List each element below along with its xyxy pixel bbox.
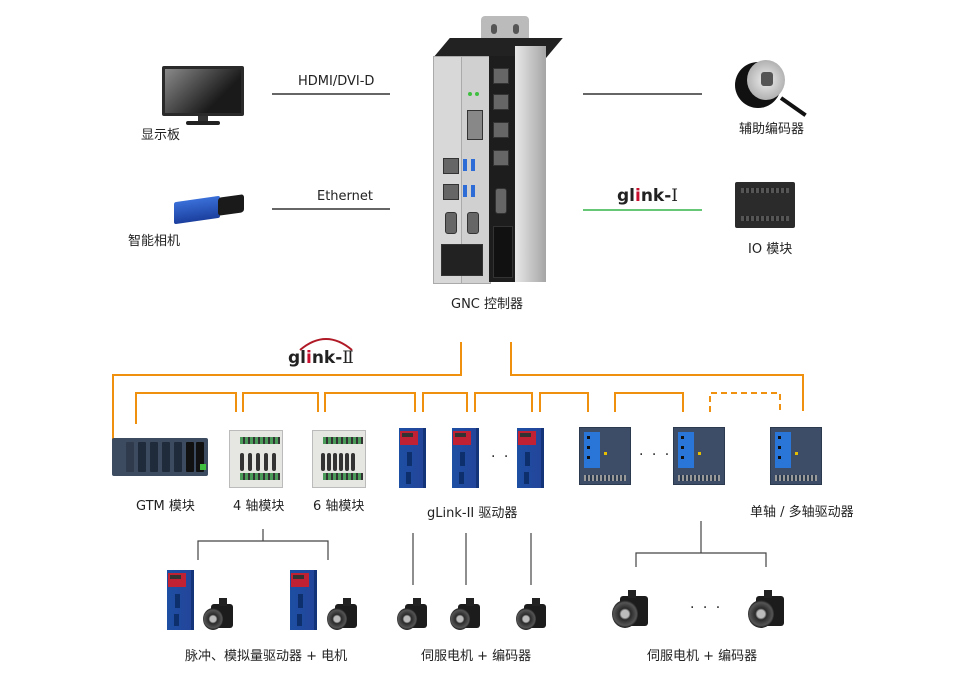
servo-motor-icon [516,598,548,634]
chain-seg-5 [474,392,533,412]
aux-encoder-label: 辅助编码器 [739,122,805,137]
controller-label: GNC 控制器 [451,297,524,312]
glink2-drives-label: gLink-II 驱动器 [427,506,518,521]
servo-motors-ellipsis: · · · [690,600,723,616]
servo-motors-label-2: 伺服电机 + 编码器 [647,649,758,664]
servo-motor-icon [327,598,359,634]
servo-motor-icon [397,598,429,634]
multi-axis-drive-icon [770,427,822,485]
chain-seg-2 [242,392,319,412]
io-module-icon [735,182,795,228]
gtm-module-label: GTM 模块 [136,499,195,514]
glink2-logo-arc [299,338,353,351]
multi-drives-label: 单轴 / 多轴驱动器 [750,505,854,520]
4-axis-module-label: 4 轴模块 [233,499,285,514]
servo-motor-icon [612,590,652,634]
glink2-logo: glink-Ⅱ [288,348,354,368]
rotary-encoder-icon [733,56,811,117]
servo-motor-icon [203,598,235,634]
ethernet-link-label: Ethernet [317,189,373,204]
industrial-controller-icon [433,16,563,284]
multi-axis-drive-icon [579,427,631,485]
chain-seg-6 [539,392,589,412]
smart-camera-label: 智能相机 [128,234,181,249]
chain-seg-4 [422,392,468,412]
6-axis-module-label: 6 轴模块 [313,499,365,514]
chain-seg-3 [324,392,416,412]
chain-seg-1 [135,392,237,424]
glink2-drives-ellipsis: · · · [491,449,524,465]
glink2-bus-right [510,342,804,411]
servo-motor-icon [748,590,788,634]
pulse-drive-icon [290,570,317,630]
monitor-icon [162,66,244,125]
gtm-module-icon [112,438,208,476]
multi-drives-ellipsis: · · · [639,447,672,463]
glink2-drive-icon [517,428,544,488]
io-module-label: IO 模块 [748,242,793,257]
glink2-drive-icon [452,428,479,488]
glink1-logo: glink-Ⅰ [617,186,679,206]
pulse-drives-label: 脉冲、模拟量驱动器 + 电机 [185,649,348,664]
pulse-tree [197,540,329,560]
pulse-drive-icon [167,570,194,630]
servo-motor-icon [450,598,482,634]
servo-tree [635,552,767,567]
servo-motors-label-1: 伺服电机 + 编码器 [421,649,532,664]
smart-camera-icon [174,193,246,225]
6-axis-module-icon [312,430,366,488]
glink2-drive-icon [399,428,426,488]
monitor-label: 显示板 [141,128,181,143]
chain-seg-8-dashed [709,392,781,412]
multi-axis-drive-icon [673,427,725,485]
4-axis-module-icon [229,430,283,488]
chain-seg-7 [614,392,684,412]
hdmi-link-label: HDMI/DVI-D [298,74,375,89]
